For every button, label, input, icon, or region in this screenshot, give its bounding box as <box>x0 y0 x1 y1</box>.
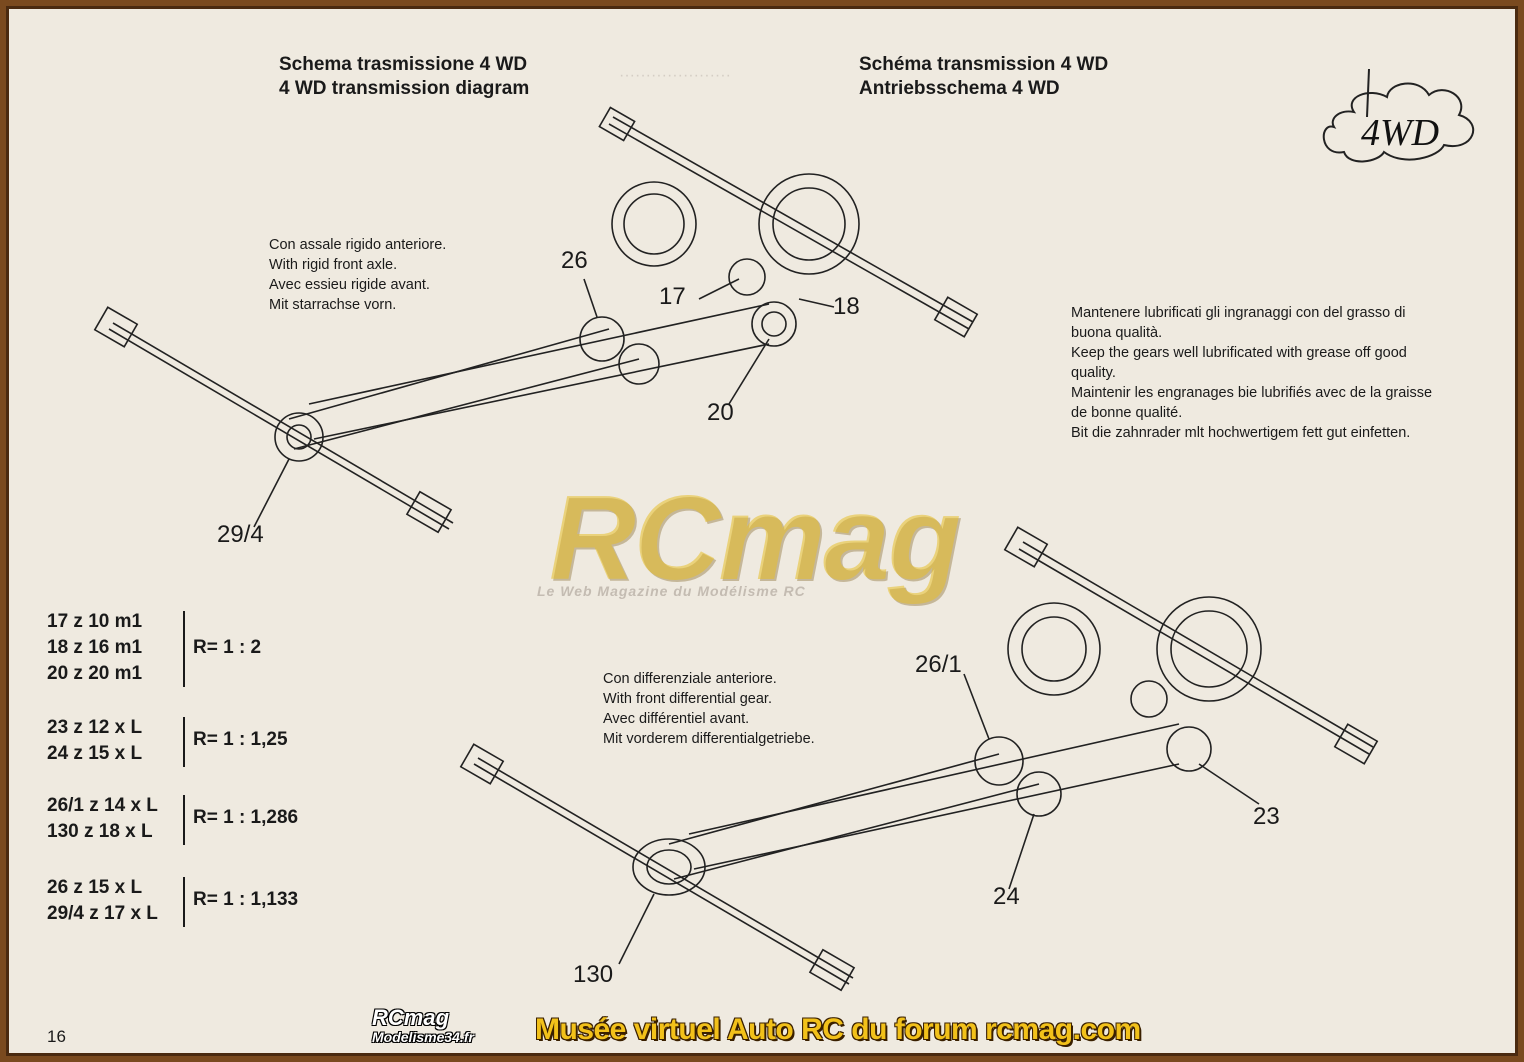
title-block-right: Schéma transmission 4 WD Antriebsschema … <box>859 53 1108 101</box>
note-line: Avec essieu rigide avant. <box>269 277 430 293</box>
4wd-logo-text: 4WD <box>1361 112 1439 154</box>
gear-spec: 26 z 15 x L <box>47 877 143 898</box>
gear-spec: 20 z 20 m1 <box>47 663 143 684</box>
callout-26: 26 <box>561 247 588 274</box>
callout-20: 20 <box>707 399 734 426</box>
note-line: With front differential gear. <box>603 691 772 707</box>
ratio-value: R= 1 : 1,133 <box>193 889 299 910</box>
footer-logo-line2: Modelisme34.fr <box>372 1029 474 1045</box>
footer-banner-text: Musée virtuel Auto RC du forum rcmag.com <box>535 1013 1141 1046</box>
note-line: Maintenir les engranages bie lubrifiés a… <box>1071 385 1433 401</box>
footer-logo: RCmag Modelisme34.fr <box>372 1005 474 1046</box>
footer-logo-line1: RCmag <box>372 1005 450 1030</box>
page-number: 16 <box>47 1027 66 1046</box>
note-line: quality. <box>1071 365 1116 381</box>
show-through-text: ····················· <box>619 67 731 84</box>
note-line: Con assale rigido anteriore. <box>269 237 447 253</box>
ratio-group-1: 17 z 10 m1 18 z 16 m1 20 z 20 m1 R= 1 : … <box>47 609 287 689</box>
ratio-bracket <box>183 611 185 687</box>
gear-spec: 24 z 15 x L <box>47 743 143 764</box>
title-italian: Schema trasmissione 4 WD <box>279 54 528 75</box>
title-german: Antriebsschema 4 WD <box>859 78 1060 99</box>
ratio-value: R= 1 : 2 <box>193 637 262 658</box>
callout-23: 23 <box>1253 803 1280 830</box>
callout-17: 17 <box>659 283 686 310</box>
note-line: Mit vorderem differentialgetriebe. <box>603 731 815 747</box>
note-front-differential: Con differenziale anteriore. With front … <box>603 669 815 749</box>
ratio-bracket <box>183 717 185 767</box>
ratio-value: R= 1 : 1,286 <box>193 807 299 828</box>
note-line: Con differenziale anteriore. <box>603 671 777 687</box>
note-line: Mantenere lubrificati gli ingranaggi con… <box>1071 305 1406 321</box>
ratio-bracket <box>183 877 185 927</box>
callout-24: 24 <box>993 883 1020 910</box>
note-line: Bit die zahnrader mlt hochwertigem fett … <box>1071 425 1411 441</box>
note-line: buona qualità. <box>1071 325 1163 341</box>
note-rigid-axle: Con assale rigido anteriore. With rigid … <box>269 235 446 315</box>
gear-spec: 17 z 10 m1 <box>47 611 143 632</box>
note-line: Avec différentiel avant. <box>603 711 750 727</box>
callout-130: 130 <box>573 961 614 988</box>
callout-29-4: 29/4 <box>217 521 264 548</box>
watermark-tagline: Le Web Magazine du Modélisme RC <box>537 583 806 599</box>
gear-spec: 130 z 18 x L <box>47 821 153 842</box>
note-line: Mit starrachse vorn. <box>269 297 397 313</box>
callout-18: 18 <box>833 293 860 320</box>
ratio-group-4: 26 z 15 x L 29/4 z 17 x L R= 1 : 1,133 <box>47 875 327 929</box>
gear-spec: 23 z 12 x L <box>47 717 143 738</box>
title-english: 4 WD transmission diagram <box>279 78 530 99</box>
note-line: With rigid front axle. <box>269 257 398 273</box>
gear-spec: 18 z 16 m1 <box>47 637 143 658</box>
manual-page: ····················· <box>6 6 1518 1056</box>
transmission-drawing <box>93 106 1379 992</box>
note-line: Keep the gears well lubrificated with gr… <box>1071 345 1407 361</box>
gear-spec: 26/1 z 14 x L <box>47 795 158 816</box>
note-line: de bonne qualité. <box>1071 405 1183 421</box>
ratio-value: R= 1 : 1,25 <box>193 729 288 750</box>
ratio-group-2: 23 z 12 x L 24 z 15 x L R= 1 : 1,25 <box>47 715 307 769</box>
ratio-group-3: 26/1 z 14 x L 130 z 18 x L R= 1 : 1,286 <box>47 793 327 847</box>
gear-spec: 29/4 z 17 x L <box>47 903 158 924</box>
watermark-brand: RCmag <box>549 471 961 605</box>
title-french: Schéma transmission 4 WD <box>859 54 1109 75</box>
4wd-logo: 4WD <box>1309 57 1489 172</box>
ratio-bracket <box>183 795 185 845</box>
title-block-left: Schema trasmissione 4 WD 4 WD transmissi… <box>279 53 529 101</box>
callout-26-1: 26/1 <box>915 651 962 678</box>
note-lubrication: Mantenere lubrificati gli ingranaggi con… <box>1071 303 1432 443</box>
